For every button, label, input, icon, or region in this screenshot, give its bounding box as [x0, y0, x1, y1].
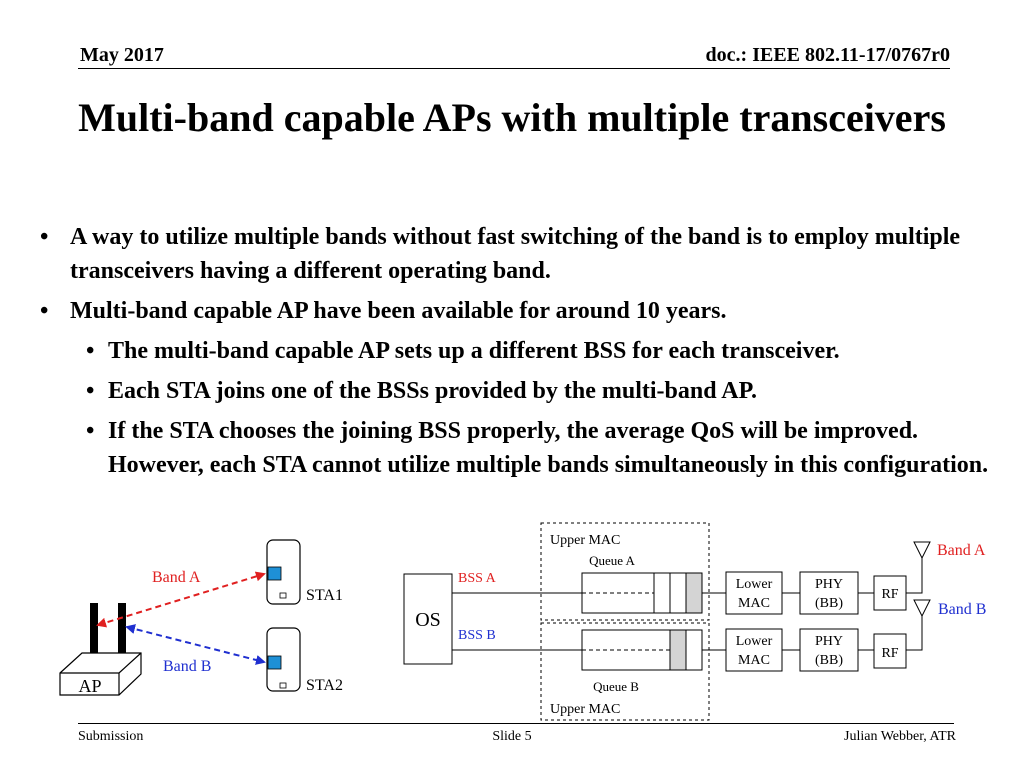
ap-label: AP [78, 676, 101, 696]
queue-b: Queue B [581, 629, 703, 694]
footer-slide-number: Slide 5 [492, 729, 532, 744]
lower-mac-a-line1: Lower [736, 577, 773, 592]
sub-bullet-item: •If the STA chooses the joining BSS prop… [86, 418, 989, 478]
sub-bullet-item: •Each STA joins one of the BSSs provided… [86, 378, 758, 404]
os-label: OS [415, 609, 441, 631]
sta2-label: STA2 [306, 677, 343, 694]
lower-mac-b-box [725, 628, 783, 672]
rf-b-box [873, 633, 907, 669]
rf-a-label: RF [881, 587, 898, 602]
rf-a-box [873, 575, 907, 611]
band-b-link-label: Band B [163, 658, 211, 675]
bullet-list: •A way to utilize multiple bands without… [34, 220, 1004, 488]
sta1-device: STA1 [266, 539, 343, 605]
band-b-link [125, 624, 266, 665]
bss-a-label: BSS A [458, 571, 497, 586]
phy-b-line1: PHY [815, 634, 843, 649]
ap-antenna-right [118, 603, 126, 658]
upper-mac-box-top [540, 522, 710, 621]
header-divider [78, 68, 950, 69]
header-date: May 2017 [80, 44, 164, 66]
phy-a-line2: (BB) [815, 596, 843, 611]
upper-mac-box-bottom [540, 622, 710, 721]
bullet-item: •A way to utilize multiple bands without… [40, 224, 961, 284]
sta1-label: STA1 [306, 587, 343, 604]
phy-b-box [799, 628, 859, 672]
sta1-phone [266, 539, 301, 605]
bss-b-label: BSS B [458, 628, 496, 643]
band-a-link-label: Band A [152, 569, 201, 586]
band-a-link [96, 571, 266, 628]
lower-mac-b-line2: MAC [738, 653, 770, 668]
footer-submission: Submission [78, 729, 144, 744]
antenna-b-icon [913, 599, 931, 618]
antenna-band-a-label: Band A [937, 542, 986, 559]
sta1-screen [267, 566, 282, 581]
bullet-text: Each STA joins one of the BSSs provided … [108, 378, 758, 404]
bullet-text: A way to utilize multiple bands without … [70, 224, 961, 284]
ap-box [59, 652, 142, 696]
queue-b-label: Queue B [593, 679, 639, 694]
queue-a-label: Queue A [589, 553, 635, 568]
sta2-phone [266, 627, 301, 692]
bullet-item: •Multi-band capable AP have been availab… [40, 298, 727, 324]
footer-divider [78, 723, 954, 724]
lower-mac-b-line1: Lower [736, 634, 773, 649]
sub-bullet-item: •The multi-band capable AP sets up a dif… [86, 338, 840, 364]
antenna-band-b-label: Band B [938, 601, 986, 618]
antenna-a-icon [913, 541, 931, 560]
os-box [403, 573, 453, 665]
ap-antenna-left [90, 603, 98, 658]
bullet-text: Multi-band capable AP have been availabl… [70, 298, 727, 324]
queue-a: Queue A [581, 553, 703, 614]
footer-author: Julian Webber, ATR [844, 729, 956, 744]
header-doc-number: doc.: IEEE 802.11-17/0767r0 [705, 44, 950, 66]
slide-title: Multi-band capable APs with multiple tra… [78, 95, 946, 140]
bullet-text: If the STA chooses the joining BSS prope… [108, 418, 989, 478]
phy-b-line2: (BB) [815, 653, 843, 668]
sta2-device: STA2 [266, 627, 343, 694]
rf-b-label: RF [881, 646, 898, 661]
upper-mac-bottom-label: Upper MAC [550, 702, 620, 717]
lower-mac-a-line2: MAC [738, 596, 770, 611]
ap-device: AP [59, 603, 142, 696]
upper-mac-top-label: Upper MAC [550, 533, 620, 548]
phy-a-box [799, 571, 859, 615]
sta2-screen [267, 655, 282, 670]
bullet-text: The multi-band capable AP sets up a diff… [108, 338, 840, 364]
phy-a-line1: PHY [815, 577, 843, 592]
